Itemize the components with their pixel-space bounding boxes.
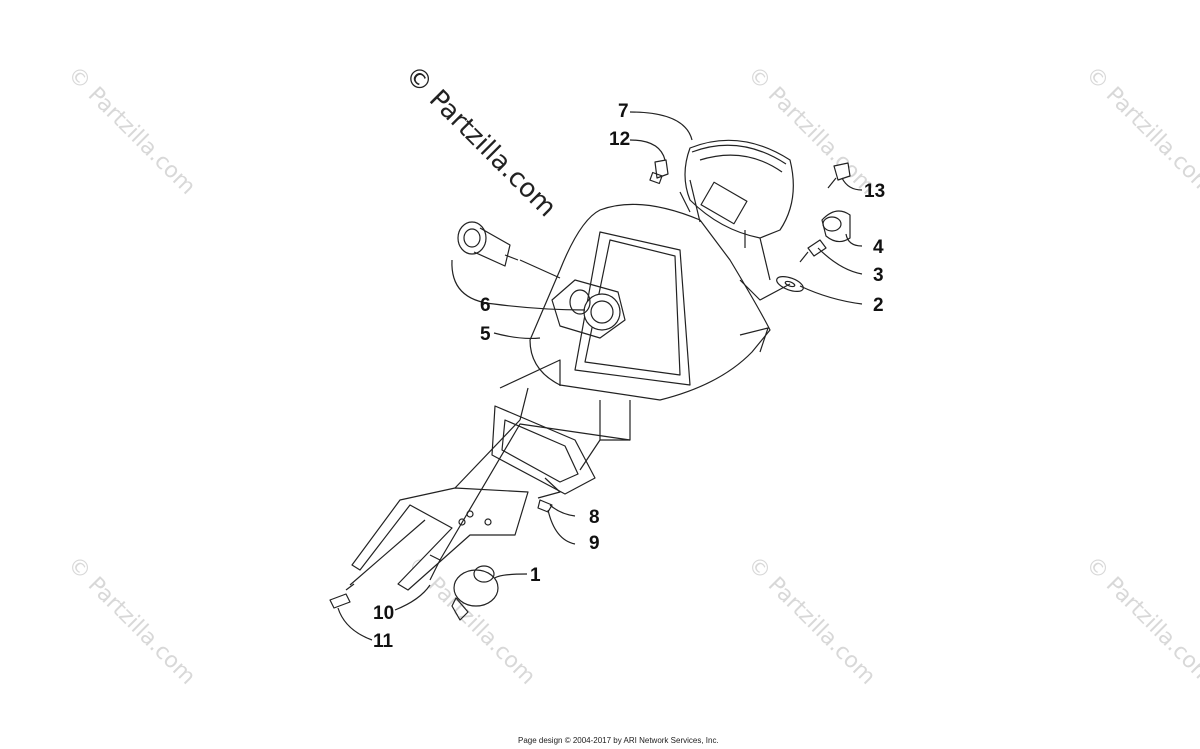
callout-3: 3 [873,265,884,286]
callout-1: 1 [530,565,541,586]
callout-12: 12 [609,129,631,150]
callout-4: 4 [873,237,884,258]
indicator-light-12 [649,159,669,185]
key-3 [799,239,827,263]
callout-10: 10 [373,603,395,624]
screw-9 [537,499,553,513]
leader-lines [337,111,863,641]
footer-copyright: Page design © 2004-2017 by ARI Network S… [518,736,719,745]
callout-8: 8 [589,507,600,528]
switch-1 [451,565,499,621]
ignition-switch-4 [821,210,851,243]
speedometer-gauge [679,139,794,248]
callout-13: 13 [864,181,886,202]
bracket-10 [351,487,529,591]
rivet-11 [329,583,355,609]
callout-7: 7 [618,101,629,122]
callout-2: 2 [873,295,884,316]
power-outlet-6 [457,221,519,267]
callout-5: 5 [480,324,491,345]
bushing-frame-8 [491,405,596,499]
callout-9: 9 [589,533,600,554]
callout-6: 6 [480,295,491,316]
indicator-light-13 [827,162,851,189]
instrument-pod-housing [529,203,771,401]
callout-11: 11 [373,631,394,652]
